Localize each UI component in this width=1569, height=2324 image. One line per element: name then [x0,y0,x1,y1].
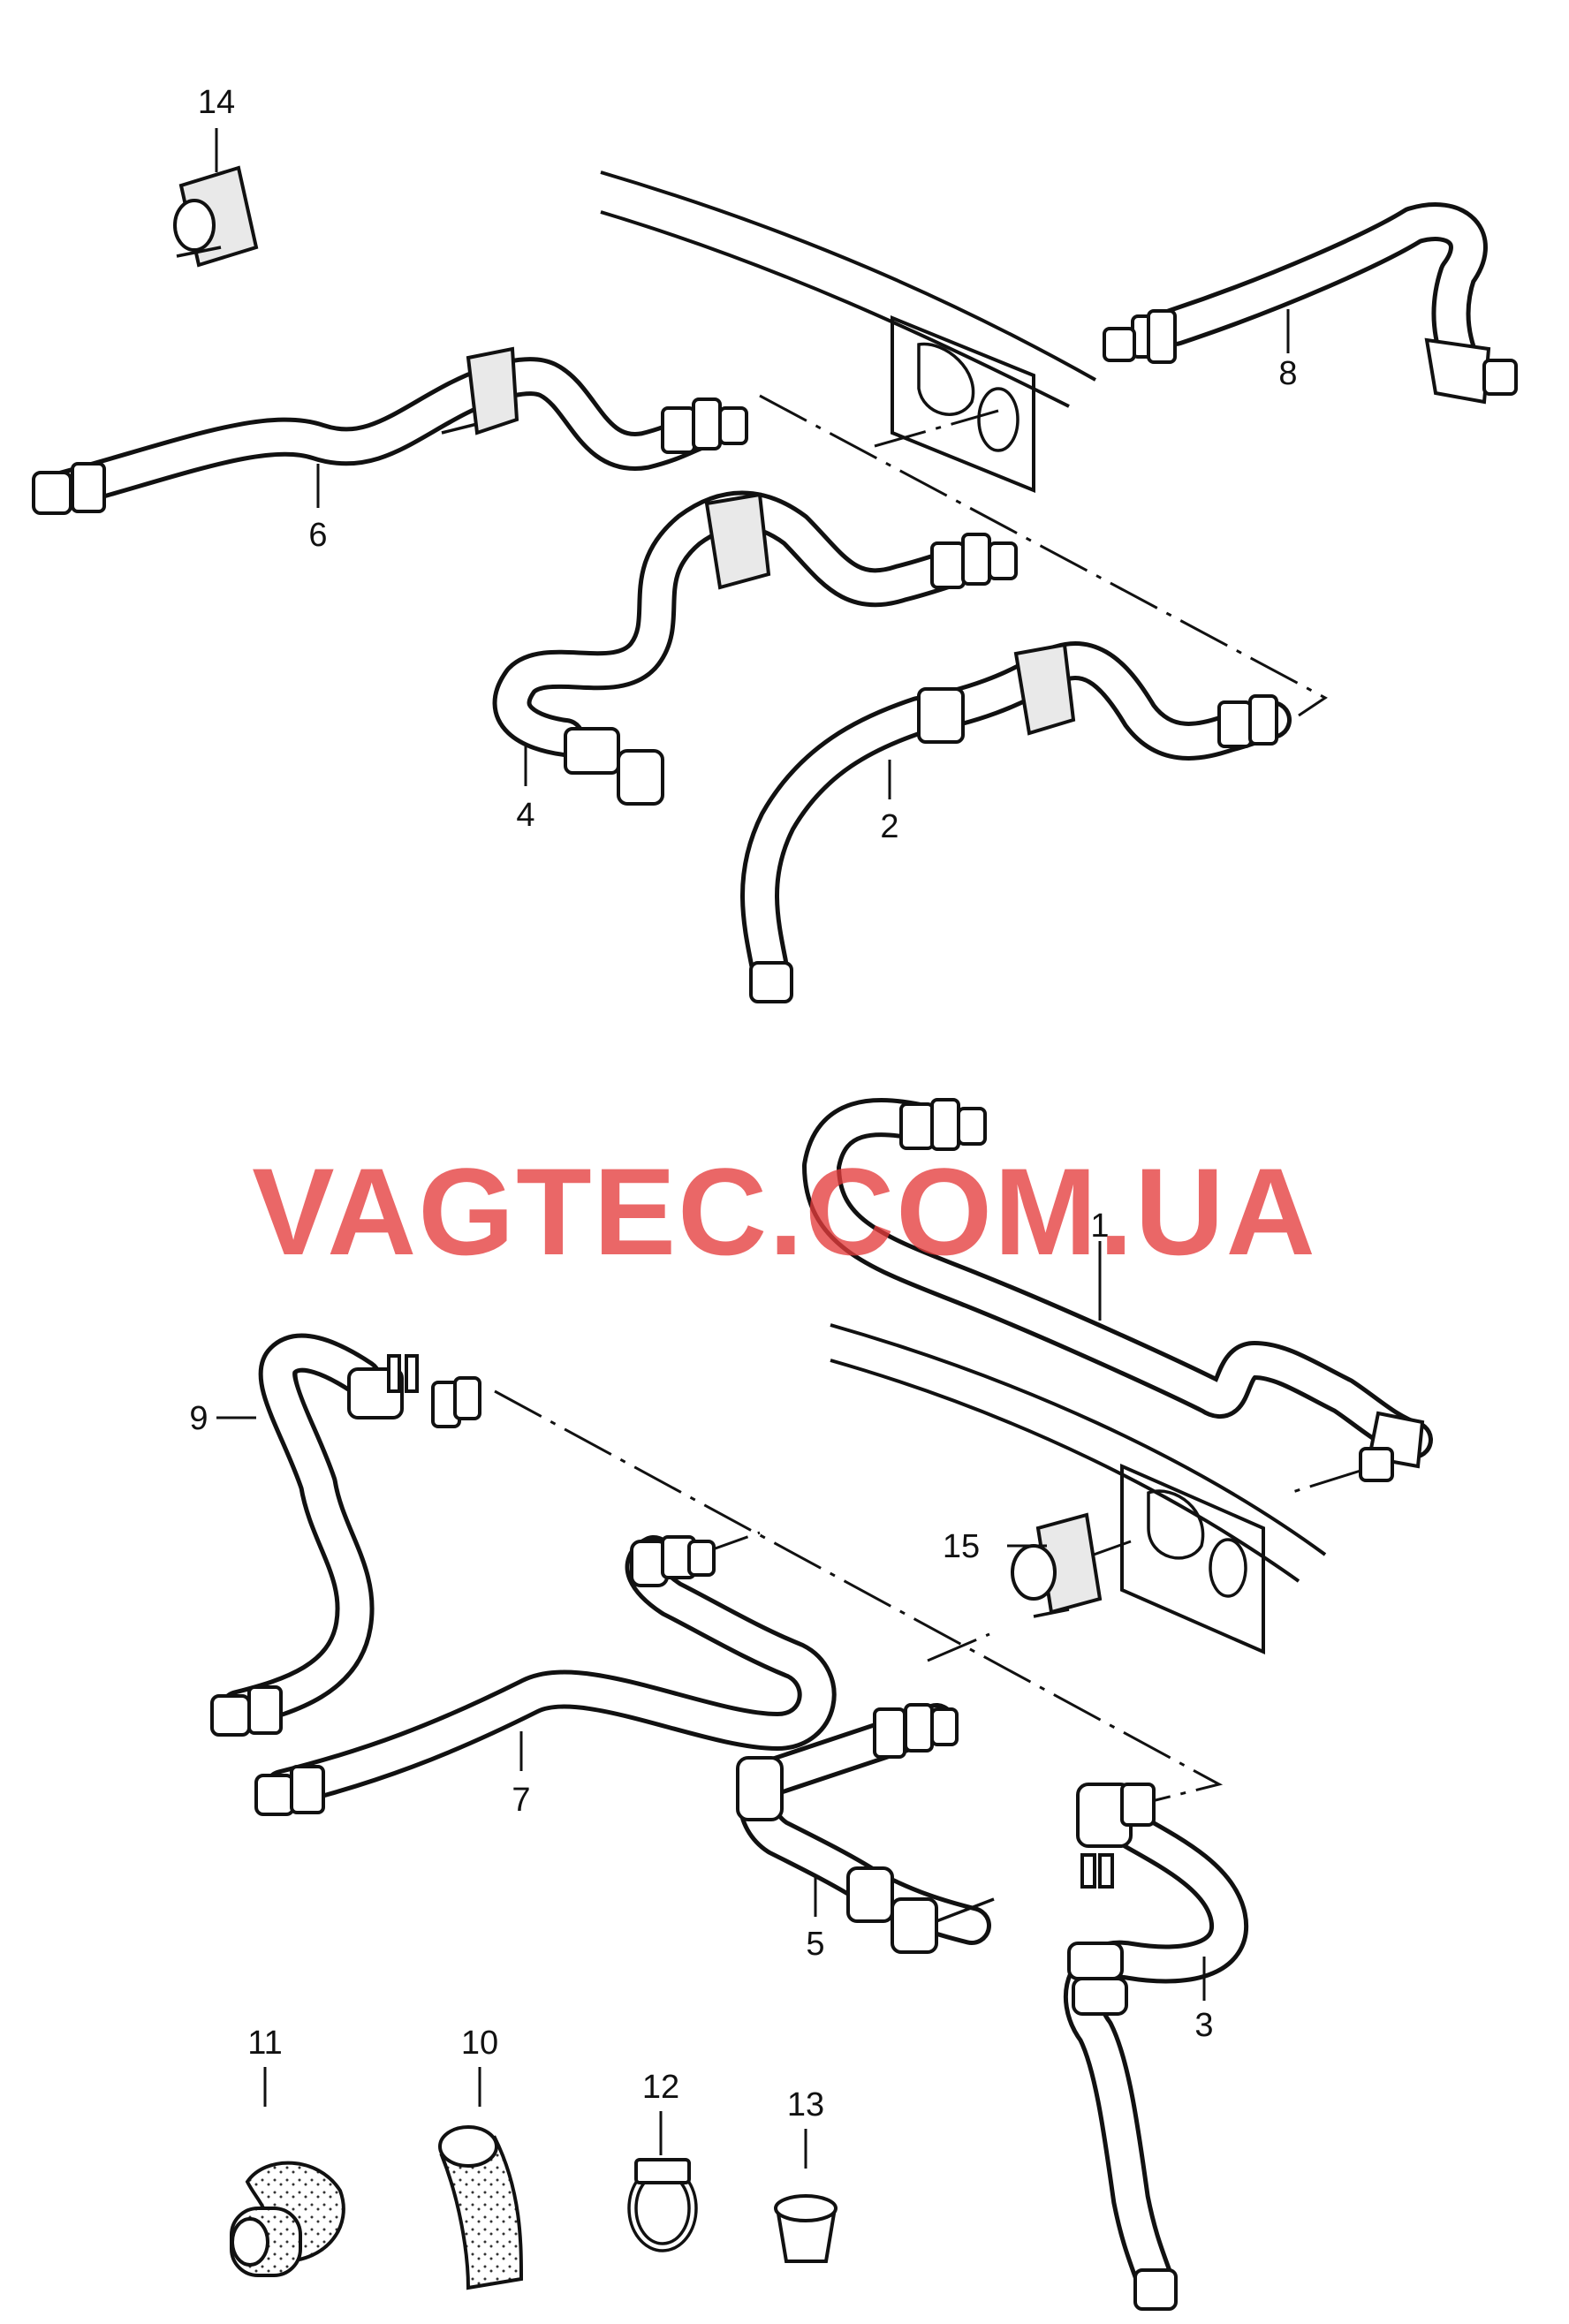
upper-body-panel [600,170,1096,493]
callout-6: 6 [308,517,327,554]
callout-2: 2 [880,808,898,845]
clip-part-13 [774,2194,838,2263]
callout-13: 13 [787,2086,824,2123]
hose-part-8 [1103,202,1518,405]
callout-10: 10 [461,2025,498,2062]
callout-14: 14 [198,84,235,121]
watermark-text: VAGTEC.COM.UA [252,1142,1317,1281]
callout-1: 1 [1090,1207,1109,1245]
hose-clamp-part-12 [627,2158,698,2252]
flange-part-15 [1011,1512,1103,1618]
hose-part-11 [230,2161,345,2277]
callout-11: 11 [247,2025,282,2062]
hose-part-7 [254,1535,837,1816]
callout-7: 7 [512,1782,530,1819]
callout-labels: 14 6 8 4 2 1 9 15 7 5 3 11 10 12 13 [189,84,1297,2123]
lower-body-panel [830,1323,1327,1655]
flange-part-14 [173,165,259,268]
hose-part-9 [210,1333,481,1737]
callout-5: 5 [806,1926,824,1963]
callout-9: 9 [189,1400,208,1437]
hose-part-6 [32,346,748,515]
hose-part-1 [802,1098,1433,1482]
callout-8: 8 [1278,355,1297,392]
hose-part-2 [740,641,1292,1003]
callout-15: 15 [943,1528,980,1565]
hose-part-10 [438,2125,524,2290]
leader-lines [215,128,1290,2169]
upper-guide-lines [759,394,1328,717]
callout-12: 12 [642,2069,679,2106]
hose-part-3 [1063,1783,1248,2311]
callout-3: 3 [1194,2007,1213,2044]
hose-part-4 [492,490,1018,806]
hose-part-5 [736,1703,995,1954]
callout-4: 4 [516,797,534,834]
